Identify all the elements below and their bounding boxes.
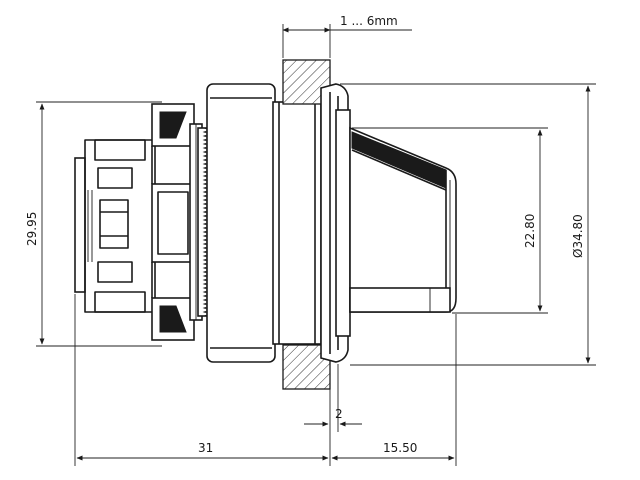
dim-label-bezel-diameter: Ø34.80 (571, 214, 585, 258)
locking-nut (206, 83, 276, 363)
dim-rear-length: 31 (74, 294, 331, 466)
dim-gap: 2 (304, 364, 362, 432)
rear-connector (74, 139, 156, 313)
housing-sleeve (272, 101, 322, 345)
dim-actuator-height: 22.80 (352, 127, 548, 314)
dim-label-front-length: 15.50 (383, 441, 417, 455)
dim-label-gap: 2 (335, 407, 343, 421)
dim-front-length: 15.50 (331, 314, 457, 466)
dim-label-panel-thickness: 1 ... 6mm (340, 14, 398, 28)
dim-label-actuator-height: 22.80 (523, 214, 537, 248)
dim-panel-thickness: 1 ... 6mm (282, 14, 412, 58)
latch-section (151, 103, 203, 341)
dim-bezel-diameter: Ø34.80 (340, 83, 596, 366)
dim-body-height: 29.95 (25, 101, 162, 347)
selector-knob (349, 126, 457, 313)
front-bezel (320, 83, 351, 363)
dim-label-rear-length: 31 (198, 441, 213, 455)
dim-label-body-height: 29.95 (25, 212, 39, 246)
